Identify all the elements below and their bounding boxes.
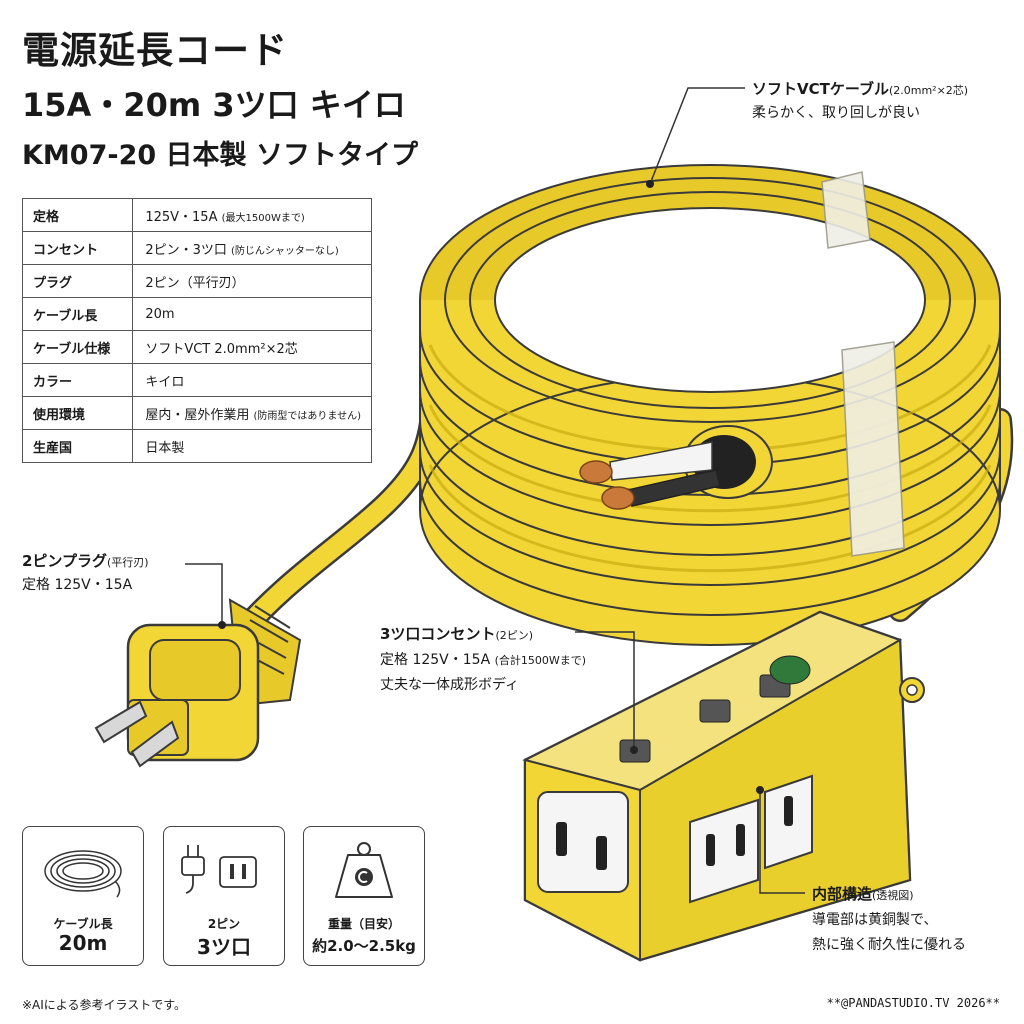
disclaimer-note: ※AIによる参考イラストです。 (22, 998, 187, 1012)
outlet-callout-heading: 3ツ口コンセント (380, 625, 496, 643)
spec-key: カラー (21, 363, 134, 397)
table-row: コンセント 2ピン・3ツ口 (防じんシャッターなし) (21, 231, 372, 265)
info-box-caption: ケーブル長 (53, 917, 113, 931)
table-row: カラーキイロ (21, 363, 372, 397)
spec-key: コンセント (21, 231, 134, 265)
plug-callout-heading: 2ピンプラグ (22, 552, 107, 570)
plug-callout: 2ピンプラグ(平行刃) 定格 125V・15A (22, 550, 149, 596)
cable-coil (419, 164, 1001, 646)
spec-note: (防雨型ではありません) (253, 410, 361, 422)
info-box-cable-length: ケーブル長 20m (22, 826, 144, 966)
outlet-callout: 3ツ口コンセント(2ピン) 定格 125V・15A (合計1500Wまで) 丈夫… (380, 622, 586, 698)
table-row: プラグ 2ピン（平行刃） (21, 264, 372, 298)
table-row: 生産国日本製 (21, 429, 372, 463)
outlet-callout-text-sub: (合計1500Wまで) (494, 654, 587, 667)
plug-callout-heading-sub: (平行刃) (107, 556, 149, 569)
plug-callout-text: 定格 125V・15A (22, 577, 133, 593)
product-subtitle: 15A・20m 3ツ口 キイロ (22, 86, 406, 124)
plug-outlet-icon (181, 845, 257, 894)
spec-note: (最大1500Wまで) (221, 212, 305, 224)
spec-value: 2ピン（平行刃） (145, 275, 245, 291)
credit-text: **@PANDASTUDIO.TV 2026** (826, 996, 1000, 1010)
cable-cross-section (579, 425, 773, 510)
spec-key: 生産国 (21, 429, 134, 463)
info-box-value: 約2.0～2.5kg (312, 937, 416, 955)
model-line: KM07-20 日本製 ソフトタイプ (22, 140, 418, 171)
spec-value: 125V・15A (145, 209, 218, 225)
spec-value: キイロ (145, 374, 185, 390)
page-title: 電源延長コード (22, 29, 288, 72)
spec-key: プラグ (21, 264, 134, 298)
spec-key: 使用環境 (21, 396, 134, 430)
spec-value: ソフトVCT 2.0mm²×2芯 (145, 341, 298, 357)
info-box-value: 3ツ口 (197, 935, 251, 959)
outlet-callout-heading-sub: (2ピン) (495, 629, 534, 642)
info-box-weight: 重量（目安） 約2.0～2.5kg (303, 826, 425, 966)
outlet-callout-text: 丈夫な一体成形ボディ (380, 677, 520, 693)
outlet-callout-text: 定格 125V・15A (380, 652, 491, 668)
spec-value: 2ピン・3ツ口 (145, 242, 227, 258)
internal-callout-text: 導電部は黄銅製で、 (812, 912, 938, 928)
weight-icon (335, 842, 393, 898)
cable-callout-heading: ソフトVCTケーブル (752, 80, 889, 98)
internal-callout-heading-sub: (透視図) (872, 889, 914, 902)
spec-key: ケーブル長 (21, 297, 134, 331)
internal-callout: 内部構造(透視図) 導電部は黄銅製で、 熱に強く耐久性に優れる (812, 882, 966, 958)
info-box-value: 20m (58, 931, 108, 955)
info-box-caption: 2ピン (207, 917, 241, 931)
cable-callout-heading-sub: (2.0mm²×2芯) (888, 84, 969, 97)
internal-callout-heading: 内部構造 (812, 885, 873, 903)
spec-value: 日本製 (145, 440, 185, 456)
spec-key: 定格 (21, 198, 134, 232)
table-row: 定格 125V・15A (最大1500Wまで) (21, 198, 372, 232)
spec-table: 定格 125V・15A (最大1500Wまで) コンセント 2ピン・3ツ口 (防じん… (21, 198, 372, 463)
info-box-caption: 重量（目安） (327, 917, 400, 931)
cable-callout: ソフトVCTケーブル(2.0mm²×2芯) 柔らかく、取り回しが良い (752, 78, 968, 124)
table-row: ケーブル仕様ソフトVCT 2.0mm²×2芯 (21, 330, 372, 364)
info-box-pins-outlets: 2ピン 3ツ口 (163, 826, 285, 966)
spec-key: ケーブル仕様 (21, 330, 134, 364)
spec-note: (防じんシャッターなし) (231, 245, 339, 257)
cable-coil-icon (44, 850, 122, 898)
table-row: 使用環境屋内・屋外作業用 (防雨型ではありません) (21, 396, 372, 430)
cable-callout-text: 柔らかく、取り回しが良い (752, 105, 920, 121)
plug (94, 598, 302, 768)
table-row: ケーブル長 20m (21, 297, 372, 331)
spec-value: 20m (145, 306, 175, 322)
internal-callout-text: 熱に強く耐久性に優れる (812, 937, 966, 953)
callout-leaders (185, 87, 805, 894)
spec-value: 屋内・屋外作業用 (145, 407, 250, 423)
outlet-strip (522, 610, 925, 962)
